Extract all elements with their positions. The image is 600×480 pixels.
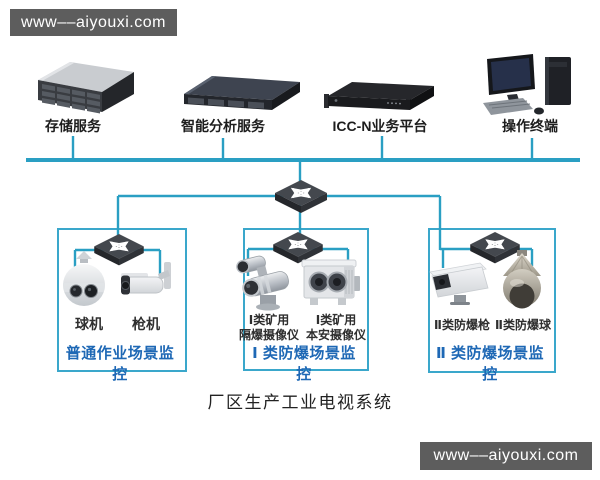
camera-label: 枪机 [132, 316, 160, 332]
group-caption: Ⅱ 类防爆场景监控 [435, 345, 545, 383]
device-label-analysis: 智能分析服务 [181, 118, 265, 134]
group-box-class1-explosionproof [243, 228, 369, 371]
explosionproof-bullet-camera-icon [429, 262, 489, 305]
group-caption: 普通作业场景监控 [65, 345, 175, 383]
group-box-normal-scene [57, 228, 187, 372]
watermark-text: www––aiyouxi.com [21, 13, 166, 31]
network-switch-icon [470, 231, 520, 264]
analysis-server-icon [184, 76, 300, 110]
watermark-text: www––aiyouxi.com [433, 447, 579, 464]
camera-label: Ⅰ类矿用 本安摄像仪 [305, 313, 366, 342]
network-switch-icon [273, 231, 323, 264]
watermark-banner-bottom: www––aiyouxi.com [420, 442, 592, 470]
intrinsically-safe-camera-icon [301, 259, 360, 305]
operator-terminal-icon [483, 54, 571, 115]
camera-label: Ⅰ类矿用 隔爆摄像仪 [238, 313, 299, 342]
device-label-storage: 存储服务 [45, 118, 101, 134]
explosionproof-dome-camera-icon [503, 250, 541, 309]
camera-label: Ⅱ类防爆球 [495, 318, 551, 332]
storage-server-icon [38, 62, 134, 114]
diagram-title: 厂区生产工业电视系统 [207, 393, 393, 413]
network-switch-icon [94, 233, 144, 266]
device-label-icc: ICC-N业务平台 [332, 118, 428, 134]
camera-label: Ⅱ类防爆枪 [434, 318, 490, 332]
device-label-terminal: 操作终端 [502, 118, 558, 134]
camera-label: 球机 [75, 316, 103, 332]
group-caption: Ⅰ 类防爆场景监控 [252, 345, 356, 383]
core-network-switch-icon [275, 180, 327, 213]
flameproof-camera-icon [236, 255, 289, 311]
group-box-class2-explosionproof [428, 228, 556, 373]
ptz-dome-camera-icon [62, 251, 106, 306]
icc-platform-icon [324, 82, 434, 110]
watermark-banner-top: www––aiyouxi.com [10, 9, 177, 36]
bullet-camera-icon [121, 262, 171, 295]
